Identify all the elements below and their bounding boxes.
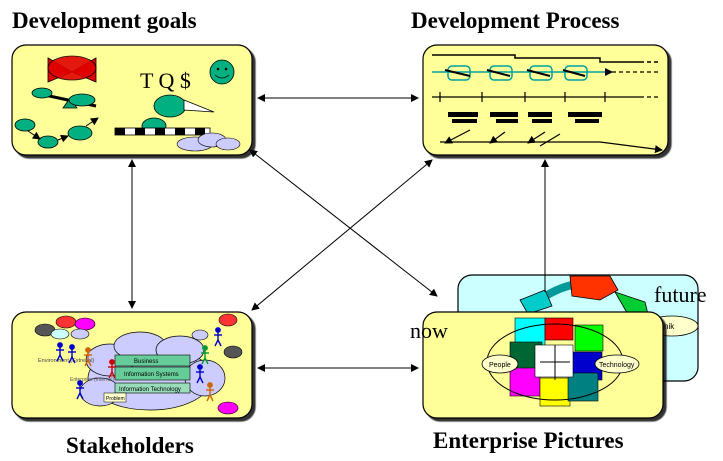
technology-label: Technology [599, 362, 635, 369]
timeline-icon [432, 92, 660, 102]
enterprise-label: Enterprise (Internal) [70, 377, 115, 383]
development-goals-panel: T Q $ [11, 44, 253, 156]
iteration-arrows-icon [432, 65, 613, 81]
goal-flow-icon [14, 118, 36, 132]
feedback-arrows-icon [440, 129, 663, 154]
arrow-goals-pictures [249, 149, 438, 297]
information-technology-label: Information Technology [119, 387, 181, 393]
checkered-bar-icon [114, 127, 211, 136]
tqs-text: T Q $ [140, 68, 191, 93]
people-label: People [489, 362, 511, 369]
future-technik-label: knik [660, 322, 675, 331]
information-systems-label: Information Systems [124, 372, 179, 378]
information-systems-layer [114, 366, 191, 381]
now-label: now [410, 318, 448, 343]
business-layer [114, 354, 191, 367]
stakeholders-panel: Business Information Systems Information… [11, 311, 253, 419]
title-enterprise-pictures: Enterprise Pictures [433, 428, 624, 453]
information-technology-layer [114, 382, 191, 394]
thought-clouds-icon [34, 313, 243, 415]
business-label: Business [134, 359, 158, 365]
title-development-goals: Development goals [12, 8, 197, 33]
environment-label: Environment (Extrenal) [38, 358, 94, 364]
problem-label: Problem [106, 396, 125, 402]
future-label: future [654, 282, 707, 307]
task-bars-icon [448, 112, 602, 123]
speech-bubble-icon [153, 94, 187, 118]
title-development-process: Development Process [411, 8, 620, 33]
connector-arrows [128, 94, 549, 372]
cloud-icon [176, 132, 241, 152]
arrow-stakeholders-process [251, 159, 433, 311]
development-process-panel [422, 44, 669, 156]
title-stakeholders: Stakeholders [66, 433, 194, 458]
smiley-icon [209, 59, 235, 85]
now-picture-panel: People Technology [422, 311, 664, 419]
stakeholder-people-icon [56, 327, 222, 402]
